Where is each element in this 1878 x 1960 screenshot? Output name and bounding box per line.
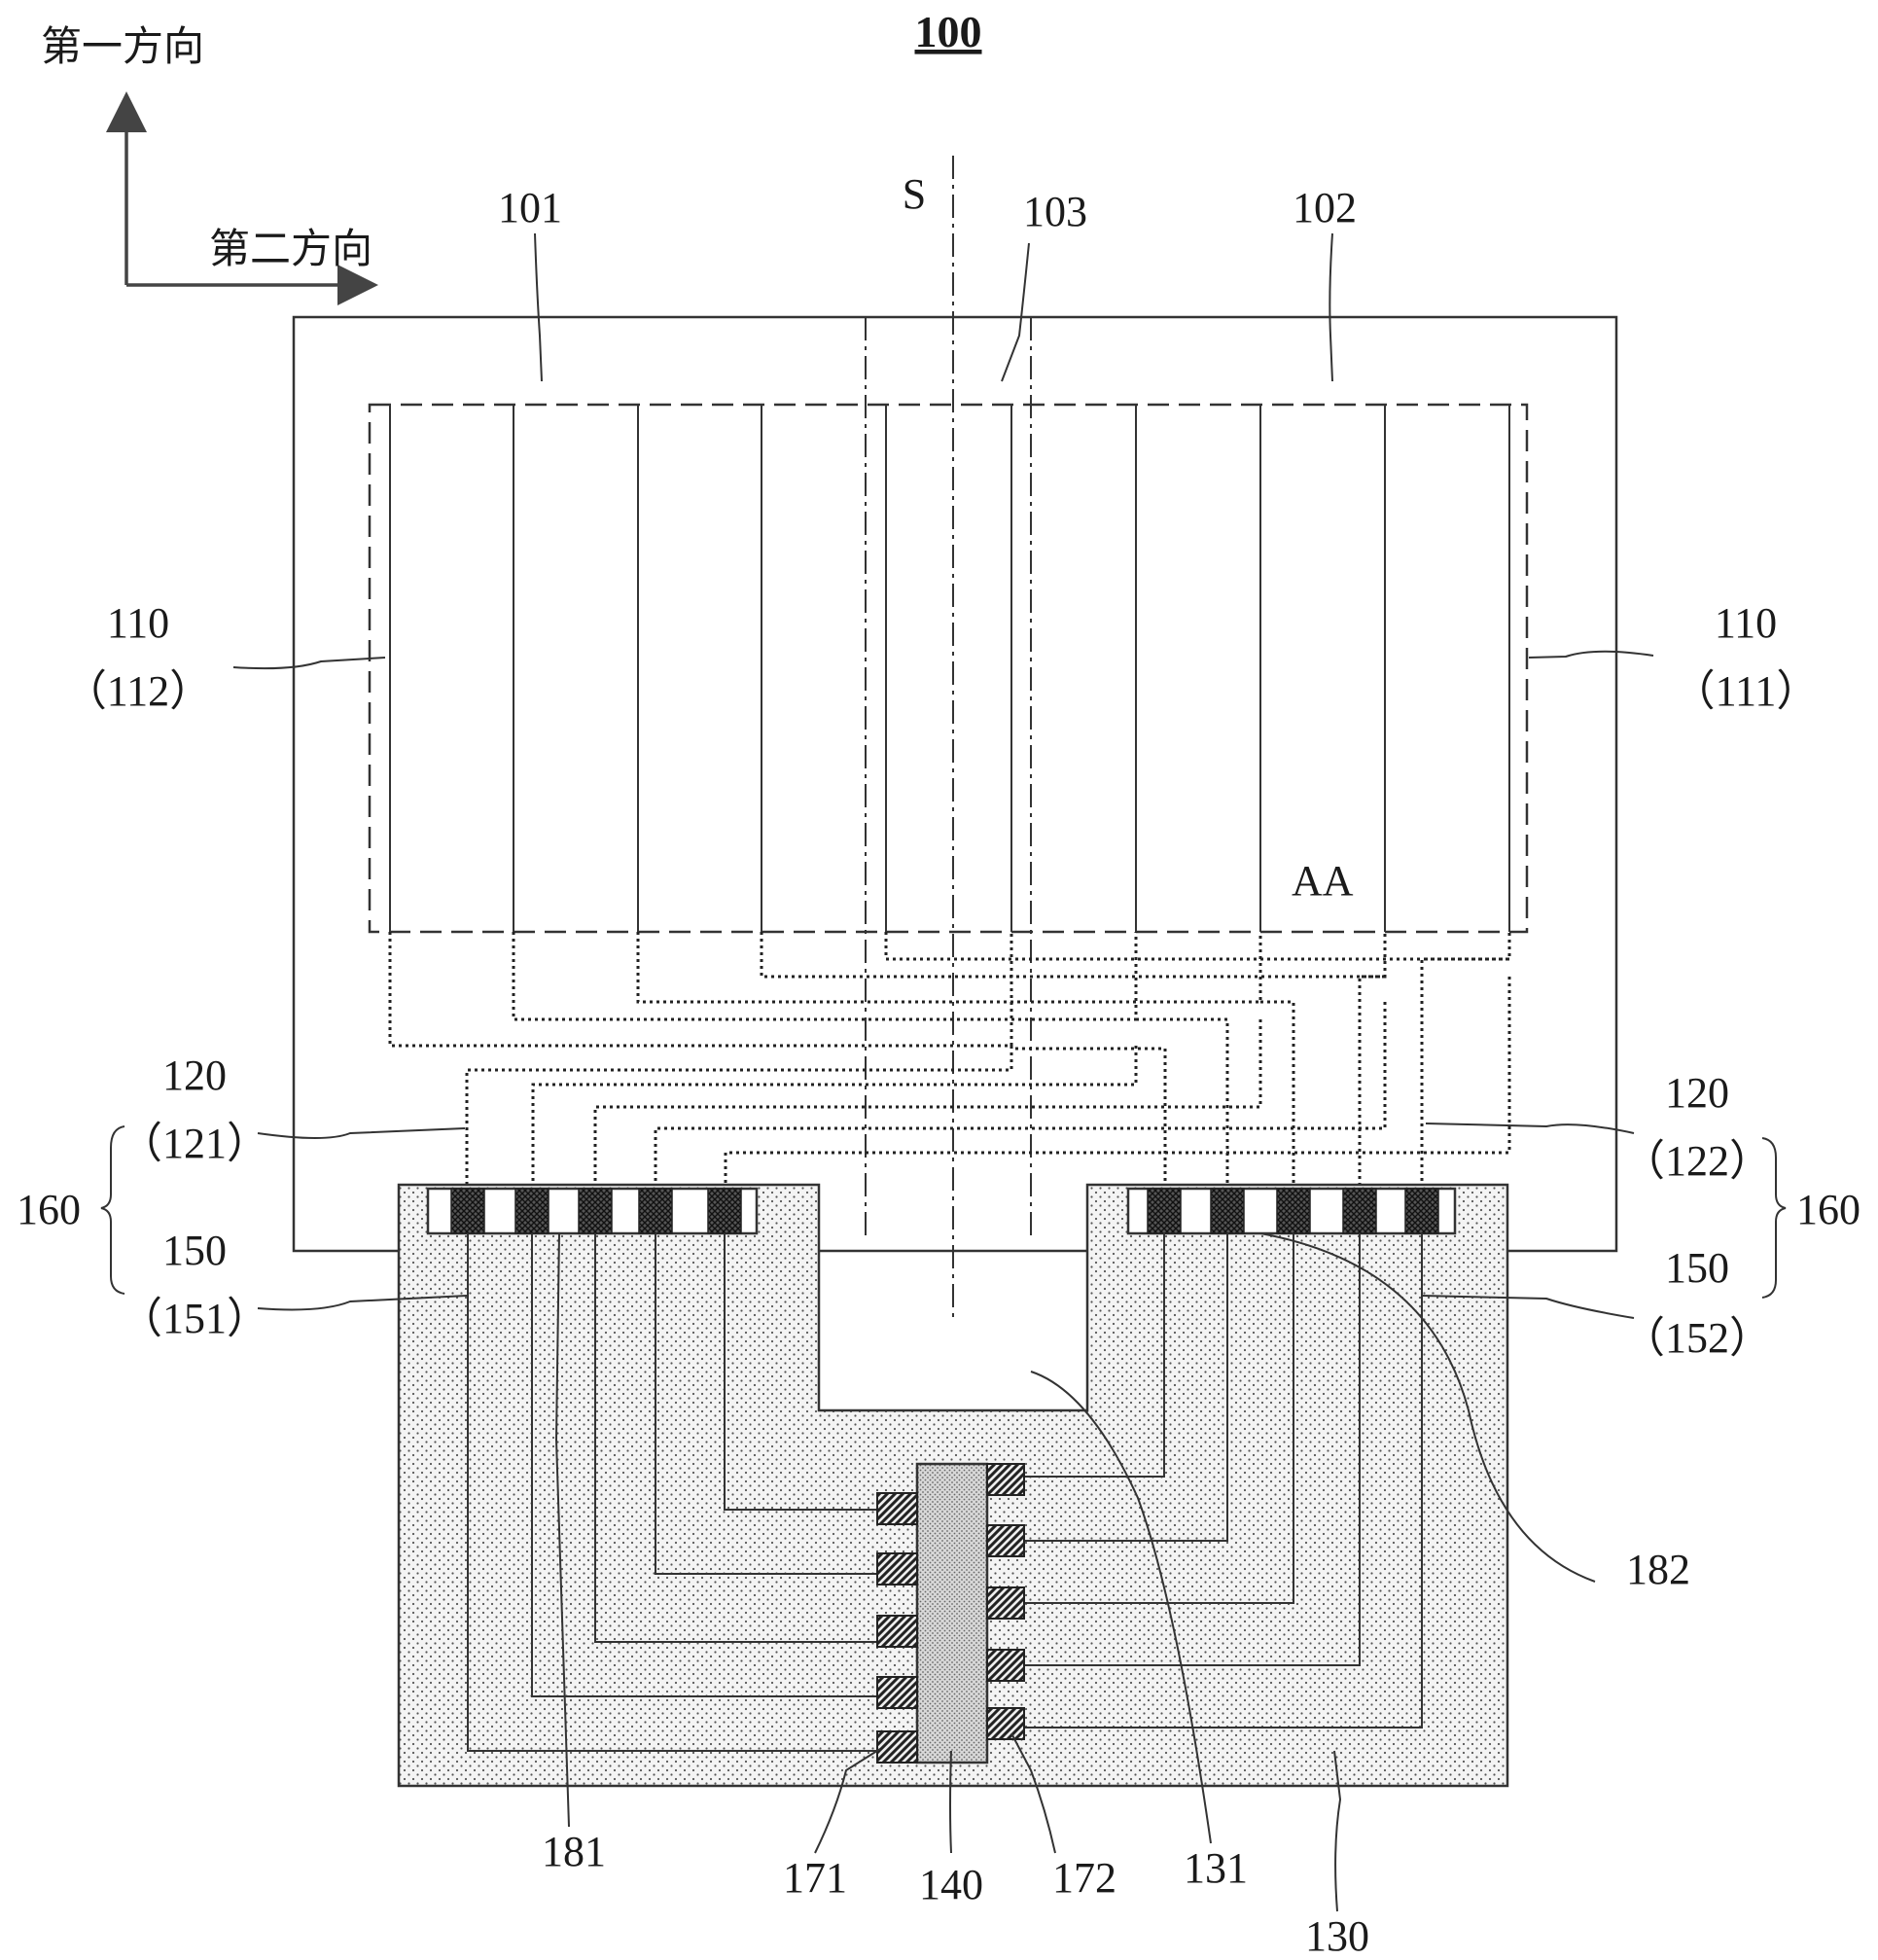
bonding-pads-left [450, 1188, 742, 1234]
label-110-right: 110 [1715, 599, 1777, 647]
first-direction-label: 第一方向 [41, 22, 204, 70]
label-130: 130 [1305, 1912, 1369, 1960]
chip-pins-left [876, 1492, 918, 1764]
label-140: 140 [919, 1861, 983, 1908]
label-111: （111） [1673, 667, 1820, 715]
direction-axes: 第一方向 第二方向 [41, 22, 378, 305]
label-182: 182 [1626, 1546, 1690, 1593]
label-150-right: 150 [1665, 1244, 1729, 1292]
label-120-right: 120 [1665, 1069, 1729, 1117]
label-151: （151） [120, 1295, 269, 1342]
brace-160-right [1761, 1137, 1787, 1299]
display-panel-outline [292, 315, 1618, 1253]
label-102: 102 [1293, 184, 1357, 232]
label-131: 131 [1184, 1844, 1248, 1892]
label-101: 101 [498, 184, 562, 232]
label-s: S [903, 170, 926, 218]
label-160-right: 160 [1796, 1186, 1860, 1233]
second-direction-label: 第二方向 [209, 225, 372, 272]
fanout-wiring [388, 932, 1511, 1194]
flex-traces [467, 1233, 1423, 1752]
label-110-left: 110 [107, 599, 169, 647]
label-172: 172 [1052, 1854, 1116, 1902]
label-103: 103 [1023, 188, 1087, 235]
figure-number: 100 [915, 7, 982, 56]
driver-chip [915, 1462, 989, 1764]
label-112: （112） [64, 667, 212, 715]
bonding-pads-right [1147, 1188, 1439, 1234]
label-160-left: 160 [17, 1186, 81, 1233]
reference-labels: 101 102 103 S 110 （112） 110 （111） 120 （1… [17, 170, 1860, 1960]
label-171: 171 [783, 1854, 847, 1902]
label-121: （121） [120, 1120, 269, 1167]
label-150-left: 150 [162, 1227, 227, 1274]
label-181: 181 [542, 1828, 606, 1875]
label-120-left: 120 [162, 1051, 227, 1099]
active-area-label: AA [1292, 857, 1354, 905]
chip-pins-right [986, 1463, 1025, 1740]
label-122: （122） [1622, 1137, 1772, 1185]
active-area-boundary [368, 403, 1529, 934]
data-lines [389, 405, 1510, 932]
label-152: （152） [1622, 1314, 1772, 1362]
brace-160-left [100, 1125, 125, 1295]
leader-lines [232, 232, 1654, 1912]
